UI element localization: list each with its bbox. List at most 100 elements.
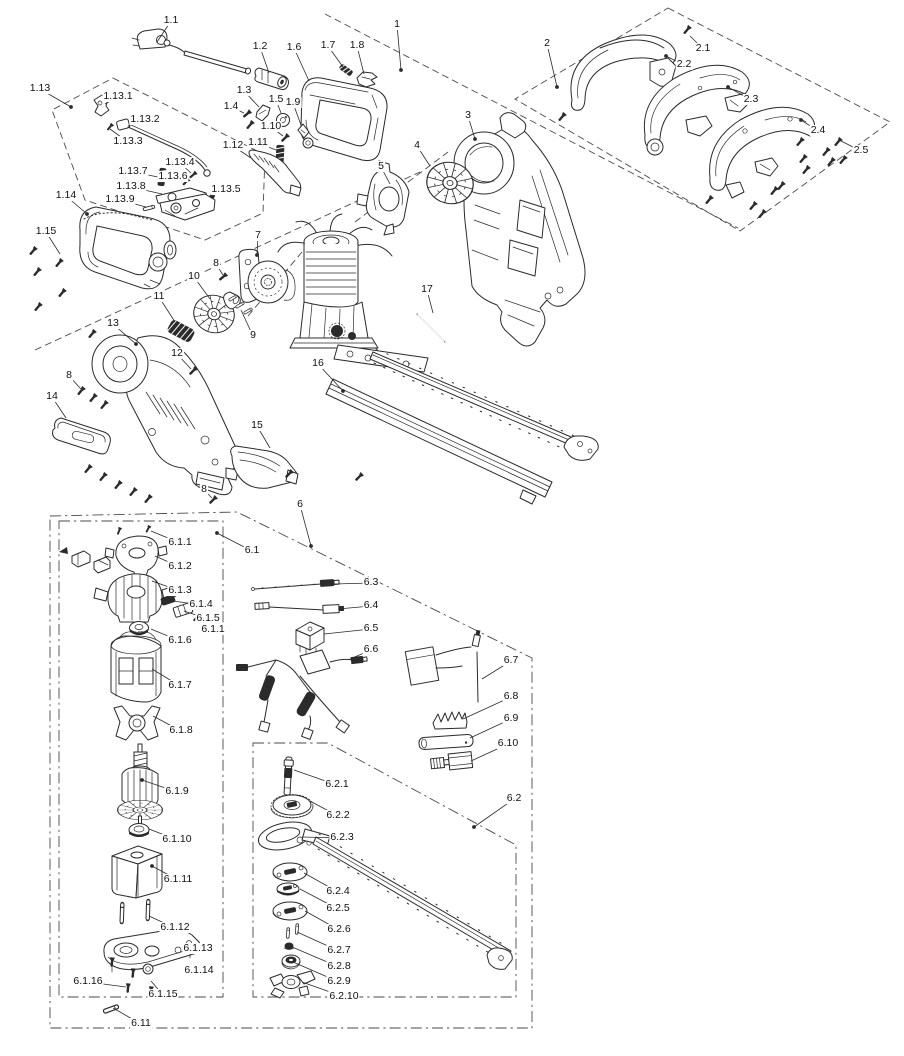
part-block-1-3: [255, 104, 271, 122]
part-label-1-4-16: 1.4: [222, 100, 240, 113]
part-label-10-36: 10: [187, 270, 201, 283]
part-label-2-1-7: 2.1: [694, 42, 712, 55]
part-disc-6-2-6: [272, 901, 308, 921]
part-label-6-1-13-62: 6.1.13: [182, 942, 214, 955]
part-disc-6-2-5: [276, 882, 300, 896]
part-label-1-7-4: 1.7: [319, 39, 337, 52]
part-label-6-7-71: 6.7: [502, 654, 520, 667]
part-handle-2-4: [709, 106, 815, 199]
part-label-6-2-10-85: 6.2.10: [328, 990, 360, 1003]
part-label-6-6-70: 6.6: [362, 643, 380, 656]
part-bearing-6-2-9: [281, 954, 301, 970]
part-bracket-6-1-8: [113, 705, 161, 741]
part-label-1-13-1-23: 1.13.1: [102, 90, 134, 103]
part-label-6-1-15-64: 6.1.15: [147, 988, 179, 1001]
part-label-6-1-8-57: 6.1.8: [168, 724, 194, 737]
part-label-1-6-3: 1.6: [285, 41, 303, 54]
part-motor-assembly: [277, 213, 393, 349]
part-cable-sleeve-1-2: [254, 67, 289, 90]
part-label-6-1-14-63: 6.1.14: [183, 964, 215, 977]
part-trigger-1-12: [248, 149, 302, 197]
part-label-6-2-7-82: 6.2.7: [326, 944, 352, 957]
part-disc-6-2-4: [272, 862, 308, 882]
part-label-1-13-4-27: 1.13.4: [164, 156, 196, 169]
part-rod-1-9: [297, 123, 310, 139]
part-latch-1-8: [356, 71, 378, 88]
part-label-5-14: 5: [377, 160, 385, 173]
part-label-1-13-9-31: 1.13.9: [104, 193, 136, 206]
part-pin-6-11: [102, 1003, 120, 1015]
part-cable-6-3: [251, 579, 340, 591]
part-cap-6-1-2: [104, 535, 168, 579]
part-label-1-1-1: 1.1: [162, 14, 180, 27]
part-label-6-2-75: 6.2: [505, 792, 523, 805]
part-label-6-2-3-78: 6.2.3: [329, 831, 355, 844]
part-label-6-1-11-60: 6.1.11: [162, 873, 194, 886]
part-harness-6-6: [236, 649, 368, 740]
part-label-6-2-4-79: 6.2.4: [325, 885, 351, 898]
part-label-2-5-11: 2.5: [852, 144, 870, 157]
part-pin-1-13-9: [142, 204, 156, 212]
part-label-6-4-68: 6.4: [362, 599, 380, 612]
part-blade-bar: [333, 344, 599, 461]
part-label-6-8-72: 6.8: [502, 690, 520, 703]
part-housing-3: [453, 112, 586, 347]
part-label-8-35: 8: [212, 257, 220, 270]
part-bearing-6-1-10: [128, 823, 150, 837]
assembly-boxes: [34, 7, 891, 1029]
part-label-6-1-7-56: 6.1.7: [167, 679, 193, 692]
part-label-6-1-16-65: 6.1.16: [72, 975, 104, 988]
part-label-1-9-18: 1.9: [284, 96, 302, 109]
part-label-1-8-5: 1.8: [348, 39, 366, 52]
part-label-1-15-33: 1.15: [34, 225, 58, 238]
part-label-15-45: 15: [250, 419, 264, 432]
box-6: [49, 511, 533, 1029]
part-rack-6-8: [432, 711, 468, 730]
part-label-12-40: 12: [170, 347, 184, 360]
part-label-6-2-6-81: 6.2.6: [326, 923, 352, 936]
part-label-2-4-10: 2.4: [809, 124, 827, 137]
part-spring-11: [166, 320, 195, 342]
part-housing-13: [91, 334, 239, 496]
part-label-6-2-2-77: 6.2.2: [325, 809, 351, 822]
part-label-6-9-73: 6.9: [502, 712, 520, 725]
part-label-1-11-20: 1.11: [247, 136, 269, 149]
box-1-lower-edge: [34, 171, 421, 351]
part-label-6-11-66: 6.11: [130, 1017, 152, 1030]
part-label-9-38: 9: [249, 329, 257, 342]
part-label-8-46: 8: [200, 483, 208, 496]
part-brush-6-1-4: [160, 594, 176, 606]
part-label-6-1-10-59: 6.1.10: [161, 833, 193, 846]
part-label-6-10-74: 6.10: [496, 737, 520, 750]
part-label-3-12: 3: [464, 109, 472, 122]
part-label-1-2-2: 1.2: [251, 40, 269, 53]
part-label-2-3-9: 2.3: [742, 93, 760, 106]
part-switch-1-13-8: [155, 187, 216, 221]
part-label-6-1-4-52: 6.1.4: [188, 598, 214, 611]
part-rear-handle-1-6: [300, 77, 388, 161]
part-label-1-14-32: 1.14: [54, 189, 78, 202]
part-front-handle-1-14: [79, 206, 177, 290]
part-base-plate-6-1-14: [103, 929, 202, 973]
part-label-2-2-8: 2.2: [675, 58, 693, 71]
part-label-1-3-15: 1.3: [235, 84, 253, 97]
box-2: [514, 7, 891, 232]
part-label-6-1-48: 6.1: [243, 544, 261, 557]
part-pin-6-2-7a: [285, 927, 291, 939]
part-label-1-0: 1: [393, 18, 401, 31]
part-cable-6-4: [254, 602, 345, 614]
part-armature-6-1-9: [116, 743, 164, 827]
part-label-1-12-21: 1.12: [221, 139, 245, 152]
part-label-8-43: 8: [65, 369, 73, 382]
part-coupler-5: [356, 160, 410, 236]
part-label-6-47: 6: [296, 498, 304, 511]
box-6-1: [58, 520, 224, 998]
part-rod-17: [416, 313, 446, 343]
part-label-1-10-19: 1.10: [259, 120, 283, 133]
part-label-14-44: 14: [45, 390, 59, 403]
box-6-2: [252, 742, 517, 998]
part-tube-6-9: [418, 733, 474, 751]
part-pin-6-1-12a: [119, 901, 125, 925]
part-cover-15: [230, 445, 299, 489]
